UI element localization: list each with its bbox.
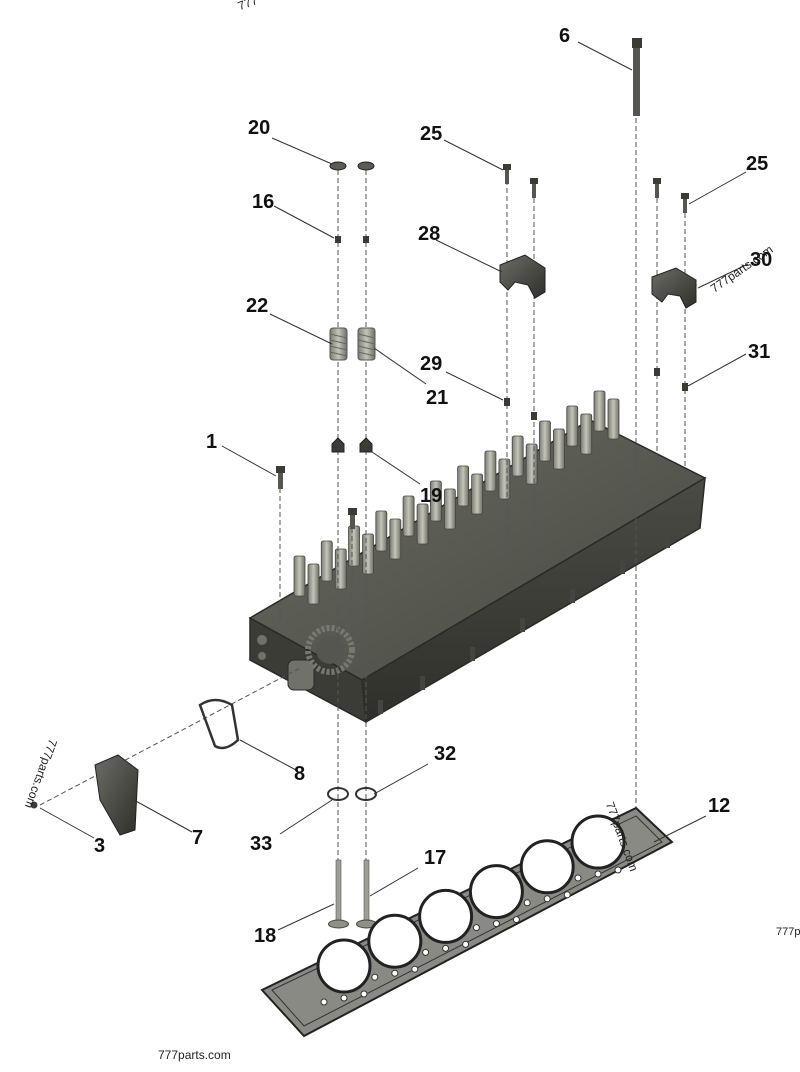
valve-stem-seals xyxy=(331,437,373,453)
head-valve-spring xyxy=(471,473,484,515)
gasket-cylinder-bore xyxy=(519,839,575,895)
callout-1: 1 xyxy=(206,431,218,453)
head-valve-spring xyxy=(511,435,524,477)
gasket-hole xyxy=(594,870,602,878)
gasket-hole xyxy=(472,924,480,932)
gasket-hole xyxy=(391,969,399,977)
cap-bolt-right xyxy=(653,178,689,213)
cover-screw xyxy=(30,801,38,809)
head-valve-spring xyxy=(580,413,593,455)
head-valve-spring xyxy=(402,495,415,537)
gasket-hole xyxy=(462,940,470,948)
gasket-hole xyxy=(320,998,328,1006)
leader-lines xyxy=(39,41,749,931)
head-valve-spring xyxy=(429,480,442,522)
gasket-hole xyxy=(411,965,419,973)
gasket-hole xyxy=(442,944,450,952)
watermark-edge: 777p xyxy=(776,926,800,938)
bearing-cap-30 xyxy=(651,267,697,309)
callout-19: 19 xyxy=(420,485,443,507)
head-valve-spring xyxy=(553,428,565,470)
callout-18: 18 xyxy=(254,925,277,947)
end-cover xyxy=(94,754,139,836)
gasket-cylinder-bore xyxy=(468,864,524,920)
gasket-cylinder-bore xyxy=(316,938,372,994)
spring-retainers xyxy=(329,161,375,171)
callout-3: 3 xyxy=(94,835,106,857)
callout-25-left: 25 xyxy=(420,123,443,145)
callout-21: 21 xyxy=(426,387,449,409)
gasket-cylinder-bore xyxy=(367,913,423,969)
valve-springs xyxy=(329,327,376,361)
callout-7: 7 xyxy=(192,827,204,849)
callout-16: 16 xyxy=(252,191,275,213)
head-valve-spring xyxy=(293,555,306,597)
head-valve-spring xyxy=(593,390,606,432)
callout-30: 30 xyxy=(750,249,773,271)
head-valve-spring xyxy=(457,465,470,507)
watermark-bottom: 777parts.com xyxy=(158,1048,231,1062)
head-valve-spring xyxy=(498,458,511,500)
head-valve-spring xyxy=(375,510,388,552)
cover-gasket xyxy=(198,698,240,750)
dowel-pins xyxy=(335,236,688,420)
head-valve-spring xyxy=(566,405,579,447)
head-valve-spring xyxy=(539,420,551,462)
o-rings xyxy=(327,787,377,801)
gasket-hole xyxy=(340,994,348,1002)
head-gasket xyxy=(260,806,674,1038)
head-valve-spring xyxy=(362,533,374,575)
callout-31: 31 xyxy=(748,341,771,363)
bearing-cap-28 xyxy=(499,254,546,299)
head-valve-spring xyxy=(334,548,347,590)
callout-22: 22 xyxy=(246,295,269,317)
head-valve-spring xyxy=(607,398,620,440)
gasket-hole xyxy=(492,920,500,928)
gasket-hole xyxy=(371,973,379,981)
assembly-lines xyxy=(39,110,686,930)
callout-20: 20 xyxy=(248,117,271,139)
callout-8: 8 xyxy=(294,763,306,785)
head-valve-spring xyxy=(443,488,456,530)
callout-28: 28 xyxy=(418,223,441,245)
callout-12: 12 xyxy=(708,795,731,817)
callout-33: 33 xyxy=(250,833,273,855)
head-valve-spring xyxy=(307,563,320,605)
callout-29: 29 xyxy=(420,353,443,375)
head-valve-spring xyxy=(320,540,333,582)
head-valve-spring xyxy=(348,525,360,567)
gasket-hole xyxy=(523,899,531,907)
head-valve-spring xyxy=(484,450,497,492)
callout-17: 17 xyxy=(424,847,447,869)
bolt-1 xyxy=(276,466,357,529)
head-bolt xyxy=(632,38,642,116)
gasket-hole xyxy=(360,990,368,998)
gasket-hole xyxy=(574,874,582,882)
callout-32: 32 xyxy=(434,743,457,765)
cap-bolt-left xyxy=(503,164,538,198)
gasket-hole xyxy=(614,866,622,874)
head-valve-spring xyxy=(416,503,429,545)
callout-6: 6 xyxy=(559,25,571,47)
gasket-cylinder-bore xyxy=(570,814,626,870)
head-valve-spring xyxy=(525,443,538,485)
gasket-cylinder-bore xyxy=(418,888,474,944)
gasket-hole xyxy=(543,895,551,903)
gasket-hole xyxy=(512,916,520,924)
head-valve-spring xyxy=(389,518,402,560)
gasket-hole xyxy=(422,948,430,956)
cylinder-head xyxy=(248,390,707,724)
valves xyxy=(328,859,377,929)
callout-25-right: 25 xyxy=(746,153,769,175)
gasket-hole xyxy=(563,891,571,899)
